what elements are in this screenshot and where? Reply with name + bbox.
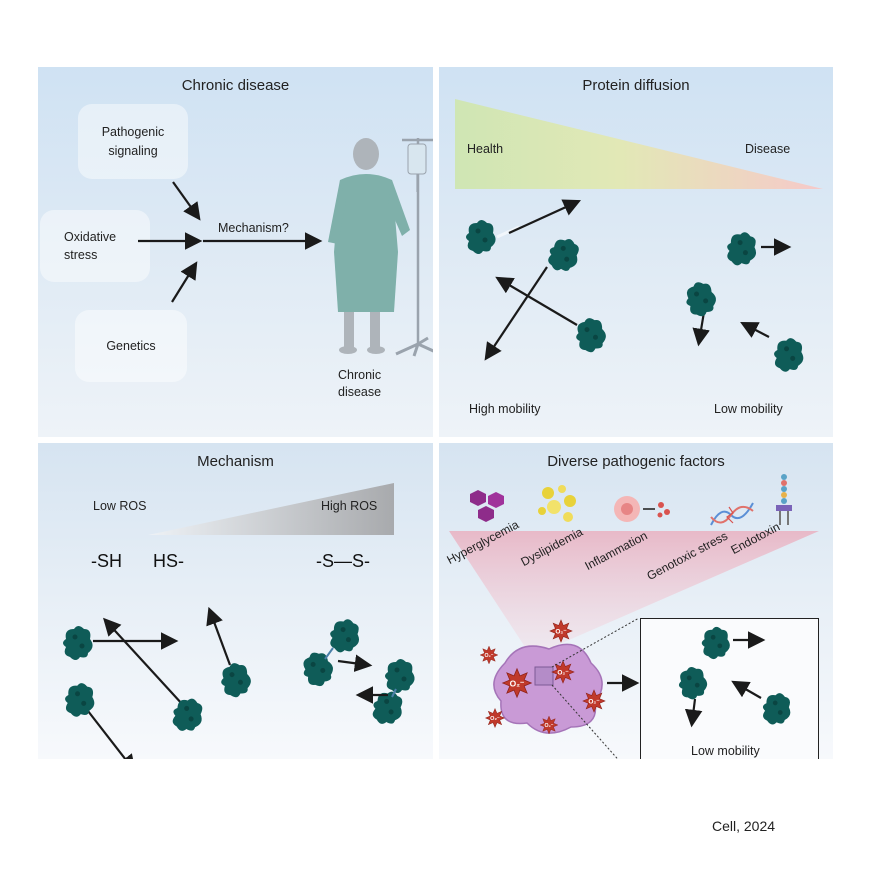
high-ros-label: High ROS [321,499,378,513]
arrow-signaling [172,181,201,221]
protein-icon [466,220,496,254]
inset-low-mobility-label: Low mobility [691,744,760,758]
immune-cell-icon [614,496,670,522]
ros-burst: O₂⁻ [551,660,575,684]
ros-burst-group: O₂⁻ O₂⁻ O₂⁻ O₂⁻ O₂⁻ O₂⁻ O₂⁻ [479,619,606,735]
protein-field-inset [678,626,791,728]
protein-icon [221,663,251,698]
arrow-genetics [171,261,198,303]
ros-burst: O₂⁻ [582,689,606,713]
protein-icon [727,232,757,266]
ros-symbol: O₂⁻ [557,670,569,677]
box-genetics: Genetics [75,310,187,382]
high-mobility-label: High mobility [469,402,541,416]
dna-damage-icon [710,502,754,526]
protein-icon [576,318,606,353]
disulfide-link [324,647,334,660]
stressed-cell [493,643,603,734]
protein-icon [678,666,708,700]
ros-symbol: O₂⁻ [484,653,493,659]
motion-arrow [484,266,548,361]
panel-mechanism: Mechanism Low ROS High ROS -SH HS- -S—S- [38,443,433,759]
motion-arrow [206,606,232,666]
motion-arrow [87,710,136,759]
motion-arrow [692,311,710,347]
endotoxin-lps-icon [776,474,792,525]
disulfide-link [391,688,397,698]
box-pathogenic-signaling: Pathogenic signaling [78,104,188,179]
low-ros-label: Low ROS [93,499,147,513]
lipid-droplets-icon [538,485,576,522]
ros-symbol: O₂⁻ [588,699,600,706]
ros-symbol: O₂⁻ [510,678,525,688]
ros-symbol: O₂⁻ [490,716,500,722]
thiol-left: -SH [91,551,122,571]
protein-field-diffusion [466,199,804,372]
motion-arrow [731,680,762,699]
motion-arrow [508,199,582,235]
cell-to-inset-arrow [607,674,640,692]
disease-label: Disease [745,142,791,156]
ros-burst: O₂⁻ [549,619,573,643]
motion-arrow [684,698,703,728]
low-mobility-label: Low mobility [714,402,783,416]
box-label: Genetics [106,338,156,353]
panel-pathogenic-factors: Diverse pathogenic factors [439,443,833,759]
box-label: Oxidative stress [64,229,117,262]
ros-burst: O₂⁻ [479,645,499,665]
ros-symbol: O₂⁻ [544,723,553,729]
box-label: Pathogenic signaling [101,125,165,158]
factor-funnel [449,531,819,653]
zoom-inset-box [640,618,819,759]
protein-icon [548,238,579,271]
protein-icon [774,338,804,372]
panel-protein-diffusion: Protein diffusion Health Disease High mo… [439,67,833,437]
protein-icon [385,659,415,693]
protein-icon [686,282,716,317]
protein-icon [172,698,203,731]
health-disease-gradient [455,99,823,189]
pathway-arrows [138,181,323,303]
panel-chronic-disease: Chronic disease Pathogenic signaling Oxi… [38,67,433,437]
protein-icon [762,693,791,725]
protein-icon [372,691,403,724]
thiol-right: HS- [153,551,184,571]
protein-field-mechanism [63,606,415,759]
ros-burst: O₂⁻ [539,715,559,735]
motion-arrow [337,654,373,672]
protein-icon [330,619,360,653]
protein-icon [303,652,333,687]
health-label: Health [467,142,504,156]
motion-arrow [740,321,770,338]
panel-title: Chronic disease [181,77,290,94]
mechanism-question-label: Mechanism? [218,221,289,235]
hexagon-glucose-icon [470,490,504,522]
panel-title: Protein diffusion [582,77,690,94]
protein-icon [65,683,95,717]
patient-illustration [328,138,433,357]
patient-label: Chronic disease [338,368,382,399]
ros-burst: O₂⁻ [484,707,506,729]
protein-icon [701,626,730,660]
motion-arrow [495,276,578,326]
ros-gradient [148,483,394,535]
protein-icon [63,626,93,660]
motion-trail [496,225,520,239]
ros-burst: O₂⁻ [501,667,533,699]
disulfide-bond: -S—S- [316,551,370,571]
box-oxidative-stress: Oxidative stress [40,210,150,282]
citation: Cell, 2024 [712,818,776,834]
ros-symbol: O₂⁻ [555,629,567,636]
panel-title: Diverse pathogenic factors [547,453,725,470]
zoom-connectors [551,617,640,759]
motion-arrow [103,617,184,706]
panel-title: Mechanism [197,453,274,470]
